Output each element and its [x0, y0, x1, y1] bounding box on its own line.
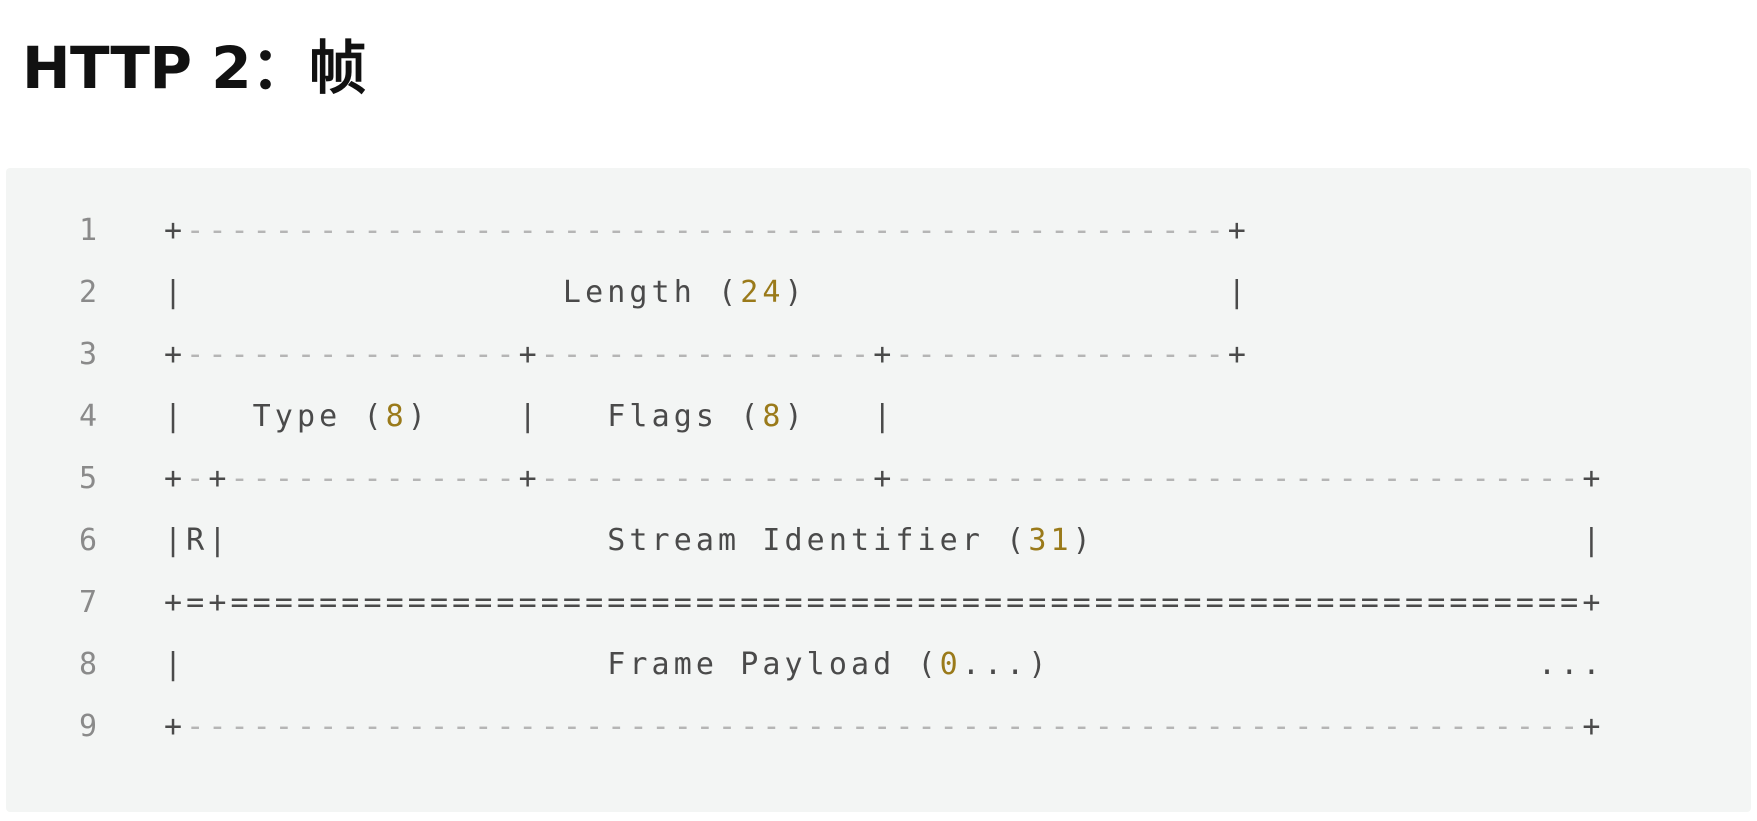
line-text: +-+-------------+---------------+-------…	[164, 461, 1605, 496]
code-line: 6 |R| Stream Identifier (31) |	[6, 510, 1751, 572]
code-line: 7 +=+===================================…	[6, 572, 1751, 634]
line-text: |R| Stream Identifier (31) |	[164, 523, 1605, 558]
line-number: 7	[78, 585, 98, 620]
code-lines: 1 +-------------------------------------…	[6, 200, 1751, 758]
line-number: 9	[78, 709, 98, 744]
line-text: | Frame Payload (0...) ...	[164, 647, 1605, 682]
code-line: 4 | Type (8) | Flags (8) |	[6, 386, 1751, 448]
line-number: 8	[78, 647, 98, 682]
line-text: | Type (8) | Flags (8) |	[164, 399, 896, 434]
line-text: | Length (24) |	[164, 275, 1250, 310]
line-text: +---------------------------------------…	[164, 709, 1605, 744]
line-text: +---------------+---------------+-------…	[164, 337, 1250, 372]
code-line: 3 +---------------+---------------+-----…	[6, 324, 1751, 386]
code-line: 9 +-------------------------------------…	[6, 696, 1751, 758]
line-number: 5	[78, 461, 98, 496]
line-number: 2	[78, 275, 98, 310]
frame-format-code-block: 1 +-------------------------------------…	[6, 168, 1751, 812]
line-text: +---------------------------------------…	[164, 213, 1250, 248]
line-number: 3	[78, 337, 98, 372]
code-line: 1 +-------------------------------------…	[6, 200, 1751, 262]
code-line: 5 +-+-------------+---------------+-----…	[6, 448, 1751, 510]
code-line: 8 | Frame Payload (0...) ...	[6, 634, 1751, 696]
line-text: +=+=====================================…	[164, 585, 1605, 620]
line-number: 1	[78, 213, 98, 248]
line-number: 6	[78, 523, 98, 558]
code-line: 2 | Length (24) |	[6, 262, 1751, 324]
page-title: HTTP 2：帧	[22, 34, 367, 102]
line-number: 4	[78, 399, 98, 434]
